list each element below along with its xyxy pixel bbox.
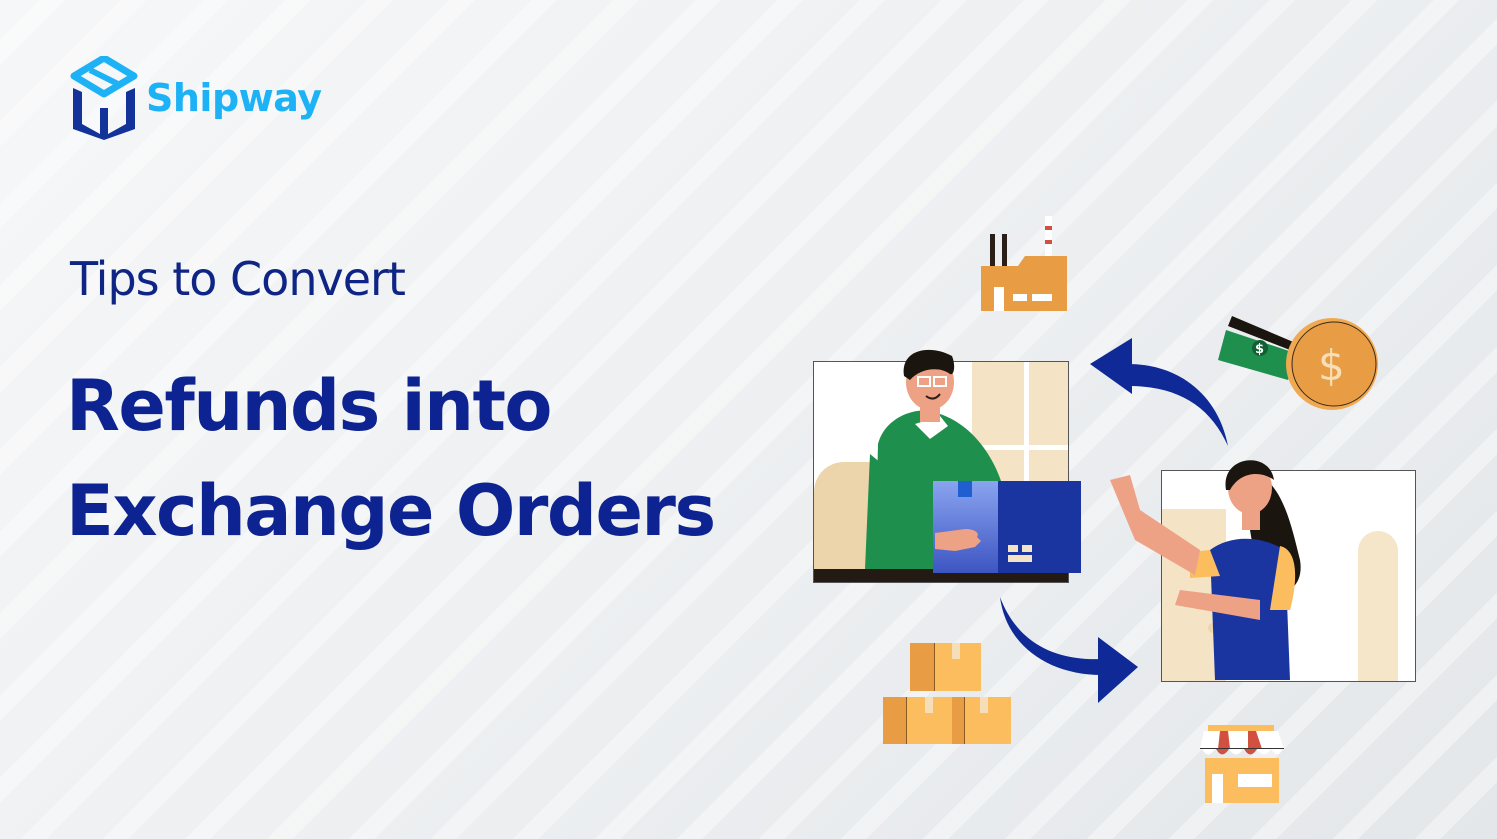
curved-arrow-left-icon [1090,338,1228,446]
woman-figure [1110,460,1301,680]
box-stack-icon [883,643,1011,744]
brand-logo: Shipway [70,56,322,140]
svg-text:$: $ [1318,341,1345,390]
sofa [814,462,874,582]
box-side [998,481,1081,573]
hero-subtitle: Tips to Convert [70,252,406,306]
storefront-icon [1200,725,1284,803]
hero-title: Refunds into Exchange Orders [66,354,716,564]
svg-text:$: $ [1255,342,1264,357]
hero-title-line-1: Refunds into [66,365,553,447]
curved-arrow-right-icon [1000,597,1138,703]
factory-icon [981,216,1067,311]
brand-name: Shipway [146,76,322,120]
money-coin-icon: $ $ [1218,316,1378,410]
open-box-icon [70,56,138,140]
hand [935,529,981,551]
hero-title-line-2: Exchange Orders [66,470,716,552]
plant [1358,531,1398,681]
